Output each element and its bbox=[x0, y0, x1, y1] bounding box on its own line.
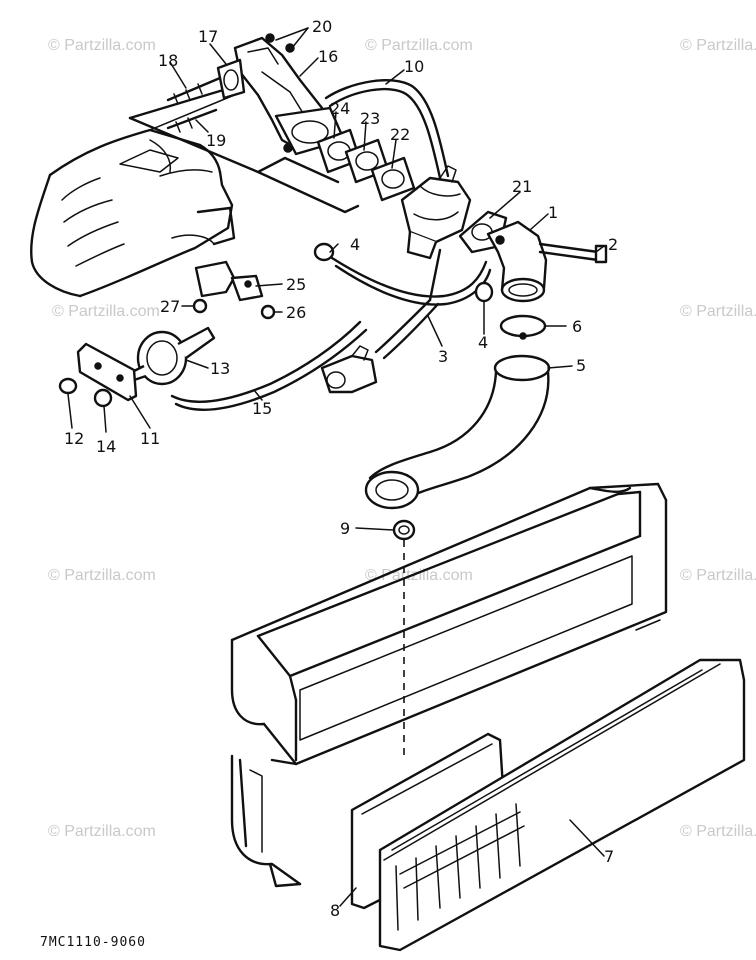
watermark: © Partzilla.com bbox=[48, 567, 156, 584]
drawing-code: 7MC1110-9060 bbox=[40, 935, 146, 950]
callout-12: 12 bbox=[64, 429, 84, 448]
hose-10-drawing bbox=[324, 79, 450, 180]
watermark: © Partzilla.com bbox=[48, 823, 156, 840]
fitting-25-drawing bbox=[192, 260, 276, 320]
watermark: © Partzilla.com bbox=[52, 303, 160, 320]
bracket-11-drawing bbox=[58, 342, 138, 408]
callout-7: 7 bbox=[604, 847, 614, 866]
check-valve-drawing bbox=[320, 345, 378, 394]
callout-23: 23 bbox=[360, 109, 380, 128]
throttle-body-drawing bbox=[400, 165, 472, 260]
hose-3-drawing bbox=[313, 242, 494, 360]
watermark: © Partzilla.com bbox=[680, 567, 756, 584]
watermark: © Partzilla.com bbox=[48, 37, 156, 54]
outlet-elbow-drawing bbox=[458, 210, 608, 303]
watermark: © Partzilla.com bbox=[680, 823, 756, 840]
watermark: © Partzilla.com bbox=[365, 37, 473, 54]
callout-26: 26 bbox=[286, 303, 306, 322]
engine-block-drawing bbox=[30, 86, 360, 298]
callout-15: 15 bbox=[252, 399, 272, 418]
callout-25: 25 bbox=[286, 275, 306, 294]
callout-3: 3 bbox=[438, 347, 448, 366]
gasket-stack-drawing bbox=[316, 128, 416, 202]
o-ring-drawing bbox=[499, 314, 547, 340]
callout-6: 6 bbox=[572, 317, 582, 336]
callout-24: 24 bbox=[330, 99, 350, 118]
callout-10: 10 bbox=[404, 57, 424, 76]
air-box-drawing bbox=[230, 482, 746, 952]
actuator-13-drawing bbox=[130, 326, 216, 386]
callout-21: 21 bbox=[512, 177, 532, 196]
callout-labels: 1 2 3 4 4 5 6 7 8 9 10 11 12 13 14 15 16… bbox=[64, 17, 618, 920]
callout-14: 14 bbox=[96, 437, 116, 456]
callout-5: 5 bbox=[576, 356, 586, 375]
duct-5-drawing bbox=[364, 354, 551, 510]
callout-19: 19 bbox=[206, 131, 226, 150]
callout-17: 17 bbox=[198, 27, 218, 46]
leader-lines bbox=[67, 27, 605, 907]
callout-4: 4 bbox=[478, 333, 488, 352]
watermark: © Partzilla.com bbox=[680, 303, 756, 320]
hose-15-drawing bbox=[170, 320, 368, 411]
callout-13: 13 bbox=[210, 359, 230, 378]
callout-22: 22 bbox=[390, 125, 410, 144]
callout-9: 9 bbox=[340, 519, 350, 538]
callout-20: 20 bbox=[312, 17, 332, 36]
callout-18: 18 bbox=[158, 51, 178, 70]
callout-2: 2 bbox=[608, 235, 618, 254]
callout-16: 16 bbox=[318, 47, 338, 66]
callout-4: 4 bbox=[350, 235, 360, 254]
grommet-9-drawing bbox=[392, 519, 416, 541]
callout-1: 1 bbox=[548, 203, 558, 222]
callout-8: 8 bbox=[330, 901, 340, 920]
callout-27: 27 bbox=[160, 297, 180, 316]
callout-11: 11 bbox=[140, 429, 160, 448]
watermark: © Partzilla.com bbox=[680, 37, 756, 54]
